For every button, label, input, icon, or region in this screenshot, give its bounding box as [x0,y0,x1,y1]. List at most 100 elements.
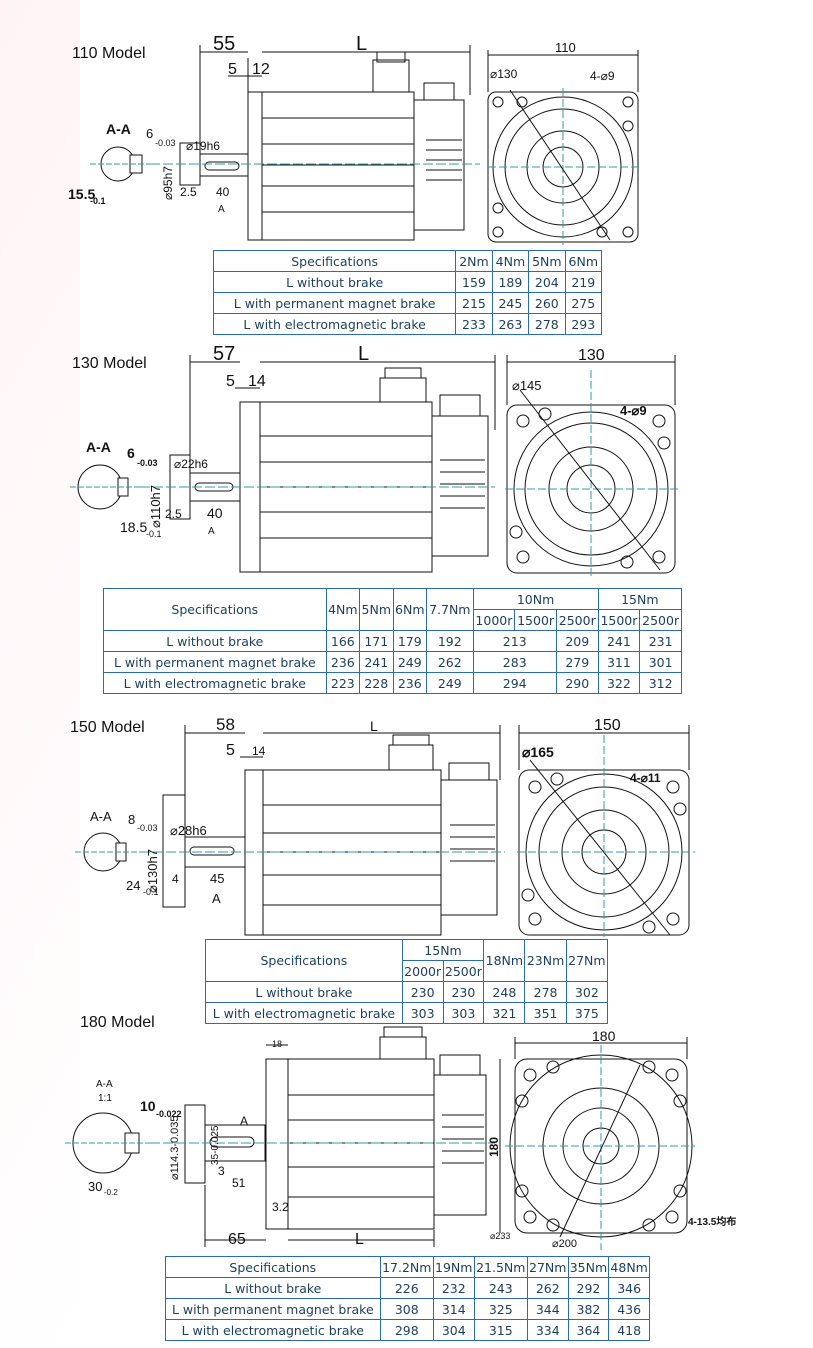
table-header-row: 2000r 2500r [206,960,608,982]
dim-40: 40 [207,505,223,521]
table-cell: 5Nm [359,588,394,631]
table-cell: 233 [455,313,493,335]
dim-150: 150 [594,717,621,734]
table-cell: 171 [359,630,394,652]
table-cell: 243 [473,1277,528,1299]
dim-5: 5 [226,742,235,759]
table-cell: 209 [555,630,599,652]
table-cell: 230 [442,981,485,1003]
table-cell: 301 [639,651,682,673]
table-header-row: Specifications 15Nm 18Nm 23Nm 27Nm [205,939,609,982]
table-row: L without brake 226 232 243 262 292 346 [165,1277,650,1299]
section-mark: A [218,204,225,215]
table-cell: 226 [379,1277,434,1299]
table-cell: 262 [426,651,474,673]
table-cell: 19Nm [432,1256,475,1278]
table-cell: 278 [524,981,567,1003]
table-cell: Specifications [212,250,457,272]
table-row: L with permanent magnet brake 308 314 32… [165,1298,650,1320]
dim-65: 65 [228,1231,246,1248]
dim-12: 12 [252,61,270,78]
table-cell: L with electromagnetic brake [212,313,457,335]
body-dim: ⌀95h7 [161,166,175,200]
section-scale: 1:1 [98,1093,112,1104]
key-tol: -0.022 [156,1109,182,1119]
table-row: L with electromagnetic brake 233 263 278… [212,313,603,335]
table-cell: 344 [526,1298,569,1320]
shaft-dim: ⌀28h6 [170,823,207,838]
body-dim: ⌀130h7 [145,849,160,893]
table-cell: 283 [472,651,557,673]
key-dim: 6 [127,445,135,461]
table-cell: 236 [392,672,428,694]
table-cell: 315 [473,1319,528,1341]
table-row: L without brake 159 189 204 219 [212,271,603,293]
table-cell: 321 [483,1002,526,1024]
table-cell: 314 [432,1298,475,1320]
dim-165: ⌀165 [522,744,554,760]
table-cell: L with permanent magnet brake [212,292,457,314]
dim-180: 180 [592,1028,616,1044]
table-cell: 382 [567,1298,610,1320]
shaft-dim: 35-0.025 [210,1125,221,1165]
depth-dim: 24 [126,878,140,893]
table-cell: 418 [608,1319,650,1341]
dim-51: 51 [232,1176,246,1190]
table-cell: L with electromagnetic brake [103,672,327,694]
depth-tol: -0.2 [104,1188,118,1197]
table-cell: 17.2Nm [379,1256,434,1278]
dim-4: 4 [172,872,179,886]
table-cell: 249 [392,651,428,673]
table-cell: 311 [597,651,641,673]
table-cell: 322 [597,672,641,694]
table-cell: Specifications [165,1256,381,1278]
table-cell: 27Nm [565,939,609,982]
dim-3: 3 [218,1164,225,1178]
background-tint [0,0,80,1348]
table-cell: Specifications [103,588,327,631]
table-cell: 223 [325,672,361,694]
body-dim: ⌀114.3-0.035 [169,1115,181,1180]
table-cell: 159 [455,271,493,293]
dim-2-5: 2.5 [165,507,182,521]
table-cell: 248 [483,981,526,1003]
section-label: A-A [86,439,111,455]
dim-holes: 4-⌀11 [630,771,661,785]
dim-233: ⌀233 [490,1231,510,1241]
dim-holes: 4-⌀9 [620,403,647,418]
key-dim: 10 [140,1098,156,1114]
model-title-110: 110 Model [72,45,146,62]
table-cell: 279 [555,651,599,673]
dim-55: 55 [213,33,235,55]
table-cell: 364 [567,1319,610,1341]
table-cell: 2500r [555,609,599,631]
table-cell: 232 [432,1277,475,1299]
table-cell: 18Nm [483,939,526,982]
table-cell: 278 [528,313,566,335]
dim-L: L [370,718,378,734]
drawing-180: 65 L 18 3.2 180 180 ⌀233 ⌀200 4-13.5均布 A… [65,1026,736,1250]
table-cell: 2500r [442,960,485,982]
section-label: A-A [106,121,131,137]
drawing-110: 55 L 5 12 110 ⌀130 4-⌀9 A-A 6 -0.03 ⌀19h… [68,33,640,245]
table-cell: 21.5Nm [473,1256,528,1278]
table-cell: 236 [325,651,361,673]
depth-dim: 18.5 [120,519,147,535]
depth-dim: 30 [88,1179,102,1194]
table-cell: 1000r [472,609,516,631]
table-cell: 275 [564,292,603,314]
table-cell: 1500r [514,609,557,631]
table-cell: L without brake [205,981,403,1003]
dim-130: 130 [578,347,605,364]
drawing-130: 57 L 5 14 130 ⌀145 4-⌀9 A-A 6 -0.03 ⌀22h… [70,343,680,578]
table-cell: 375 [565,1002,609,1024]
table-cell: 241 [597,630,641,652]
table-cell: 263 [491,313,530,335]
table-cell: 166 [325,630,361,652]
table-cell: 245 [491,292,530,314]
table-cell: 23Nm [524,939,567,982]
body-dim: ⌀110h7 [148,485,163,528]
table-row: L without brake 166 171 179 192 213 209 … [103,630,682,652]
dim-14: 14 [248,373,266,390]
table-cell: 231 [639,630,682,652]
